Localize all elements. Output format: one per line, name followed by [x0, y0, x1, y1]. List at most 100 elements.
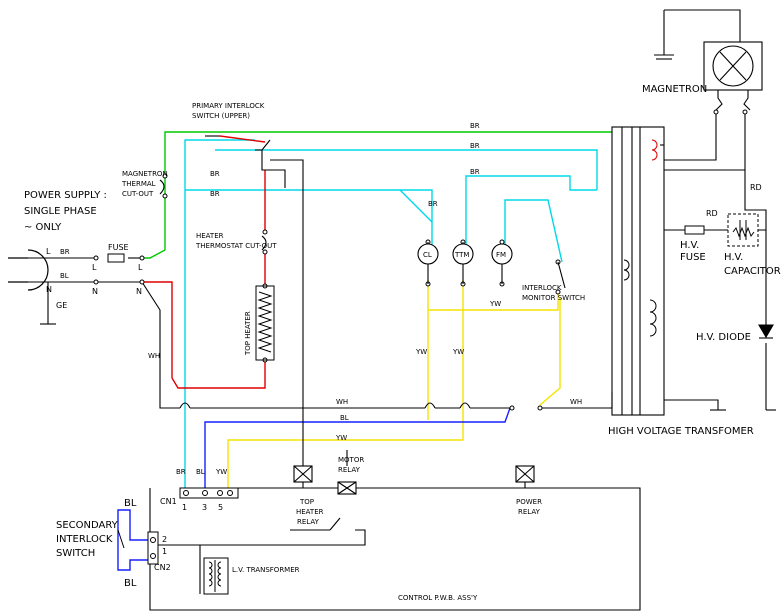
- hv-diode-label: H.V. DIODE: [696, 332, 751, 343]
- interlock-monitor-label-2: MONITOR SWITCH: [522, 294, 585, 302]
- wire-cyan-to-transformer: [215, 149, 598, 190]
- cn2-connector: [147, 531, 159, 565]
- wire-label-br-7: BR: [428, 200, 438, 208]
- cn1-pin-1: 1: [182, 503, 187, 512]
- wire-label-yw-3: YW: [489, 300, 501, 308]
- wire-label-br-3: BR: [470, 142, 480, 150]
- top-heater-relay-label-1: TOP: [299, 498, 314, 506]
- ge-label: GE: [56, 301, 67, 310]
- hv-capacitor-label-2: CAPACITOR: [724, 266, 781, 277]
- wire-green-br-top: [164, 131, 612, 250]
- fuse-label: FUSE: [108, 243, 129, 252]
- wire-label-yw-5: YW: [215, 468, 227, 476]
- wire-label-yw-2: YW: [452, 348, 464, 356]
- control-pwb-label: CONTROL P.W.B. ASS'Y: [398, 594, 478, 602]
- wire-label-bl-1: BL: [60, 272, 69, 280]
- cn1-connector: [179, 487, 239, 499]
- wire-label-rd-1: RD: [750, 183, 762, 192]
- transformer-coils: [623, 139, 658, 337]
- wire-red-n-to-heater: [142, 281, 173, 378]
- top-heater-relay-label-3: RELAY: [297, 518, 320, 526]
- single-phase-label: SINGLE PHASE: [24, 206, 97, 217]
- wire-label-wh-1: WH: [148, 352, 160, 360]
- wire-label-br-8: BR: [176, 468, 186, 476]
- terminal-l-right: L: [138, 263, 143, 272]
- cn2-pin-2: 2: [162, 535, 167, 544]
- labels: POWER SUPPLY : SINGLE PHASE ~ ONLY L N L…: [24, 84, 781, 602]
- wire-yellow-interlock: [428, 292, 559, 311]
- hv-transformer-body: [611, 126, 665, 416]
- wire-label-bl-2: BL: [340, 414, 349, 422]
- wire-label-bl-3: BL: [196, 468, 205, 476]
- wire-label-rd-2: RD: [706, 209, 718, 218]
- wire-red-heater-bottom: [171, 360, 266, 389]
- wire-yellow-cn1: [227, 420, 464, 488]
- power-plug: [8, 249, 49, 291]
- top-heater-element: [255, 285, 275, 361]
- terminal-l-mid: L: [92, 263, 97, 272]
- hv-transformer-label: HIGH VOLTAGE TRANSFOMER: [608, 426, 754, 437]
- power-relay-label-2: RELAY: [518, 508, 541, 516]
- secondary-interlock-label-2: INTERLOCK: [56, 534, 113, 545]
- wire-black-heater-relay: [270, 159, 304, 466]
- fm-label: FM: [496, 251, 506, 259]
- wire-cyan-ttm-feed: [465, 175, 597, 250]
- wire-cyan-ttm-diag: [399, 189, 433, 223]
- wire-label-br-5: BR: [210, 190, 220, 198]
- wire-label-yw-4: YW: [335, 434, 347, 442]
- wire-label-br-2: BR: [470, 122, 480, 130]
- magnetron-thermal-label-2: THERMAL: [121, 180, 156, 188]
- primary-interlock-label-1: PRIMARY INTERLOCK: [192, 102, 265, 110]
- fuse-icon: [107, 253, 125, 263]
- secondary-interlock-label-3: SWITCH: [56, 548, 95, 559]
- top-heater-relay-label-2: HEATER: [296, 508, 324, 516]
- wire-green-thermal-to-mains: [142, 249, 166, 259]
- wire-blue-secondary-top: [117, 509, 148, 571]
- terminal-l-left: L: [46, 247, 51, 256]
- wire-label-br-4: BR: [210, 170, 220, 178]
- magnetron-icon: [703, 41, 763, 111]
- hv-fuse-label-2: FUSE: [680, 252, 706, 263]
- cn2-pin-1: 1: [162, 547, 167, 556]
- wire-label-br-6: BR: [470, 168, 480, 176]
- terminal-n-right: N: [136, 287, 142, 296]
- motors: [417, 242, 513, 284]
- wire-red-primary: [219, 135, 266, 143]
- wire-yellow-monitor-down: [539, 298, 561, 406]
- magnetron-thermal-label-1: MAGNETRON: [122, 170, 168, 178]
- hv-diode-icon: [758, 324, 774, 339]
- cn1-pin-3: 3: [202, 503, 207, 512]
- secondary-interlock-switch: [117, 529, 125, 549]
- hv-fuse-icon: [684, 225, 705, 235]
- black-wires: [20, 9, 776, 611]
- motor-relay-label-2: RELAY: [338, 466, 361, 474]
- lv-transformer-label: L.V. TRANSFORMER: [232, 566, 300, 574]
- cn2-label: CN2: [154, 563, 171, 572]
- wire-label-bl-5: BL: [124, 578, 137, 589]
- cl-label: CL: [423, 251, 432, 259]
- wire-label-wh-3: WH: [570, 398, 582, 406]
- hv-fuse-label-1: H.V.: [680, 240, 699, 251]
- relays: [293, 465, 535, 495]
- wire-cyan-fm-feed: [504, 199, 563, 263]
- wire-blue-cn1: [204, 407, 511, 488]
- wire-cyan-cl-feed: [185, 189, 433, 250]
- wire-label-wh-2: WH: [336, 398, 348, 406]
- cn1-label: CN1: [160, 497, 177, 506]
- motor-relay-label-1: MOTOR: [338, 456, 364, 464]
- heater-thermostat-label-1: HEATER: [196, 232, 224, 240]
- lv-transformer-icon: [203, 557, 229, 595]
- wire-label-yw-1: YW: [415, 348, 427, 356]
- magnetron-thermal-label-3: CUT-OUT: [122, 190, 154, 198]
- power-supply-label: POWER SUPPLY :: [24, 190, 107, 201]
- wire-label-bl-4: BL: [124, 498, 137, 509]
- only-label: ~ ONLY: [24, 222, 62, 233]
- primary-interlock-switch: [205, 135, 271, 171]
- ttm-label: TTM: [454, 251, 469, 259]
- primary-interlock-label-2: SWITCH (UPPER): [192, 112, 250, 120]
- interlock-monitor-switch: [557, 261, 566, 289]
- cn1-pin-5: 5: [218, 503, 223, 512]
- wire-black-wh-bus: [141, 281, 180, 409]
- heater-thermostat: [261, 235, 267, 251]
